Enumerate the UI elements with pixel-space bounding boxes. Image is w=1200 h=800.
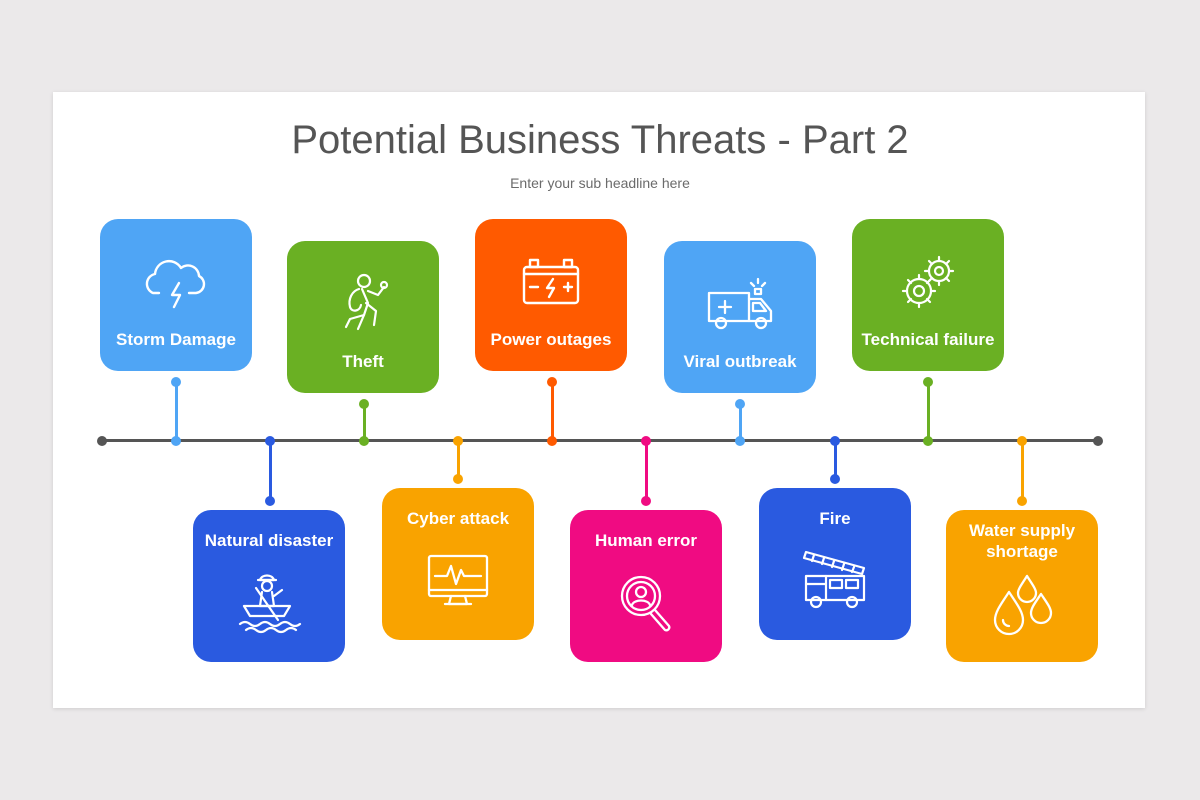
monitor-pulse-icon	[423, 546, 493, 616]
timeline-marker	[359, 436, 369, 446]
gears-icon	[893, 247, 963, 317]
page-title: Potential Business Threats - Part 2	[291, 118, 909, 162]
card-theft: Theft	[287, 241, 439, 393]
card-label: Water supply shortage	[968, 521, 1076, 561]
connector-power-outages	[551, 382, 554, 440]
timeline-start-dot	[97, 436, 107, 446]
timeline-marker	[830, 436, 840, 446]
card-power-outages: Power outages	[475, 219, 627, 371]
card-label: Fire	[819, 509, 851, 528]
connector-dot	[923, 377, 933, 387]
timeline-marker	[735, 436, 745, 446]
timeline-marker	[1017, 436, 1027, 446]
card-cyber-attack: Cyber attack	[382, 488, 534, 640]
storm-cloud-icon	[141, 247, 211, 317]
connector-human-error	[645, 441, 648, 501]
timeline-marker	[171, 436, 181, 446]
card-label: Theft	[342, 352, 384, 371]
rowing-boat-icon	[234, 568, 304, 638]
connector-technical-failure	[927, 382, 930, 440]
battery-icon	[516, 247, 586, 317]
card-label: Natural disaster	[204, 531, 334, 550]
card-fire: Fire	[759, 488, 911, 640]
timeline-marker	[265, 436, 275, 446]
connector-dot	[453, 474, 463, 484]
ambulance-icon	[705, 269, 775, 339]
connector-dot	[359, 399, 369, 409]
card-storm-damage: Storm Damage	[100, 219, 252, 371]
card-label: Viral outbreak	[683, 352, 797, 371]
card-water-supply-shortage: Water supply shortage	[946, 510, 1098, 662]
timeline-marker	[641, 436, 651, 446]
connector-dot	[641, 496, 651, 506]
connector-dot	[171, 377, 181, 387]
card-natural-disaster: Natural disaster	[193, 510, 345, 662]
connector-cyber-attack	[457, 441, 460, 479]
card-technical-failure: Technical failure	[852, 219, 1004, 371]
thief-running-icon	[328, 269, 398, 339]
connector-dot	[735, 399, 745, 409]
card-label: Power outages	[490, 330, 612, 349]
timeline-line	[102, 439, 1098, 442]
card-viral-outbreak: Viral outbreak	[664, 241, 816, 393]
card-label: Cyber attack	[406, 509, 510, 528]
timeline-marker	[923, 436, 933, 446]
connector-natural-disaster	[269, 441, 272, 501]
timeline-end-dot	[1093, 436, 1103, 446]
timeline-marker	[453, 436, 463, 446]
card-label: Technical failure	[861, 330, 995, 349]
timeline-marker	[547, 436, 557, 446]
connector-dot	[265, 496, 275, 506]
connector-dot	[830, 474, 840, 484]
water-drops-icon	[987, 572, 1057, 642]
card-label: Storm Damage	[116, 330, 236, 349]
connector-water-supply	[1021, 441, 1024, 501]
connector-viral-outbreak	[739, 404, 742, 440]
connector-theft	[363, 404, 366, 440]
page-subtitle: Enter your sub headline here	[510, 175, 690, 191]
connector-storm-damage	[175, 382, 178, 440]
connector-dot	[547, 377, 557, 387]
connector-fire	[834, 441, 837, 479]
card-label: Human error	[594, 531, 698, 550]
connector-dot	[1017, 496, 1027, 506]
card-human-error: Human error	[570, 510, 722, 662]
fire-truck-icon	[800, 546, 870, 616]
magnify-person-icon	[611, 568, 681, 638]
